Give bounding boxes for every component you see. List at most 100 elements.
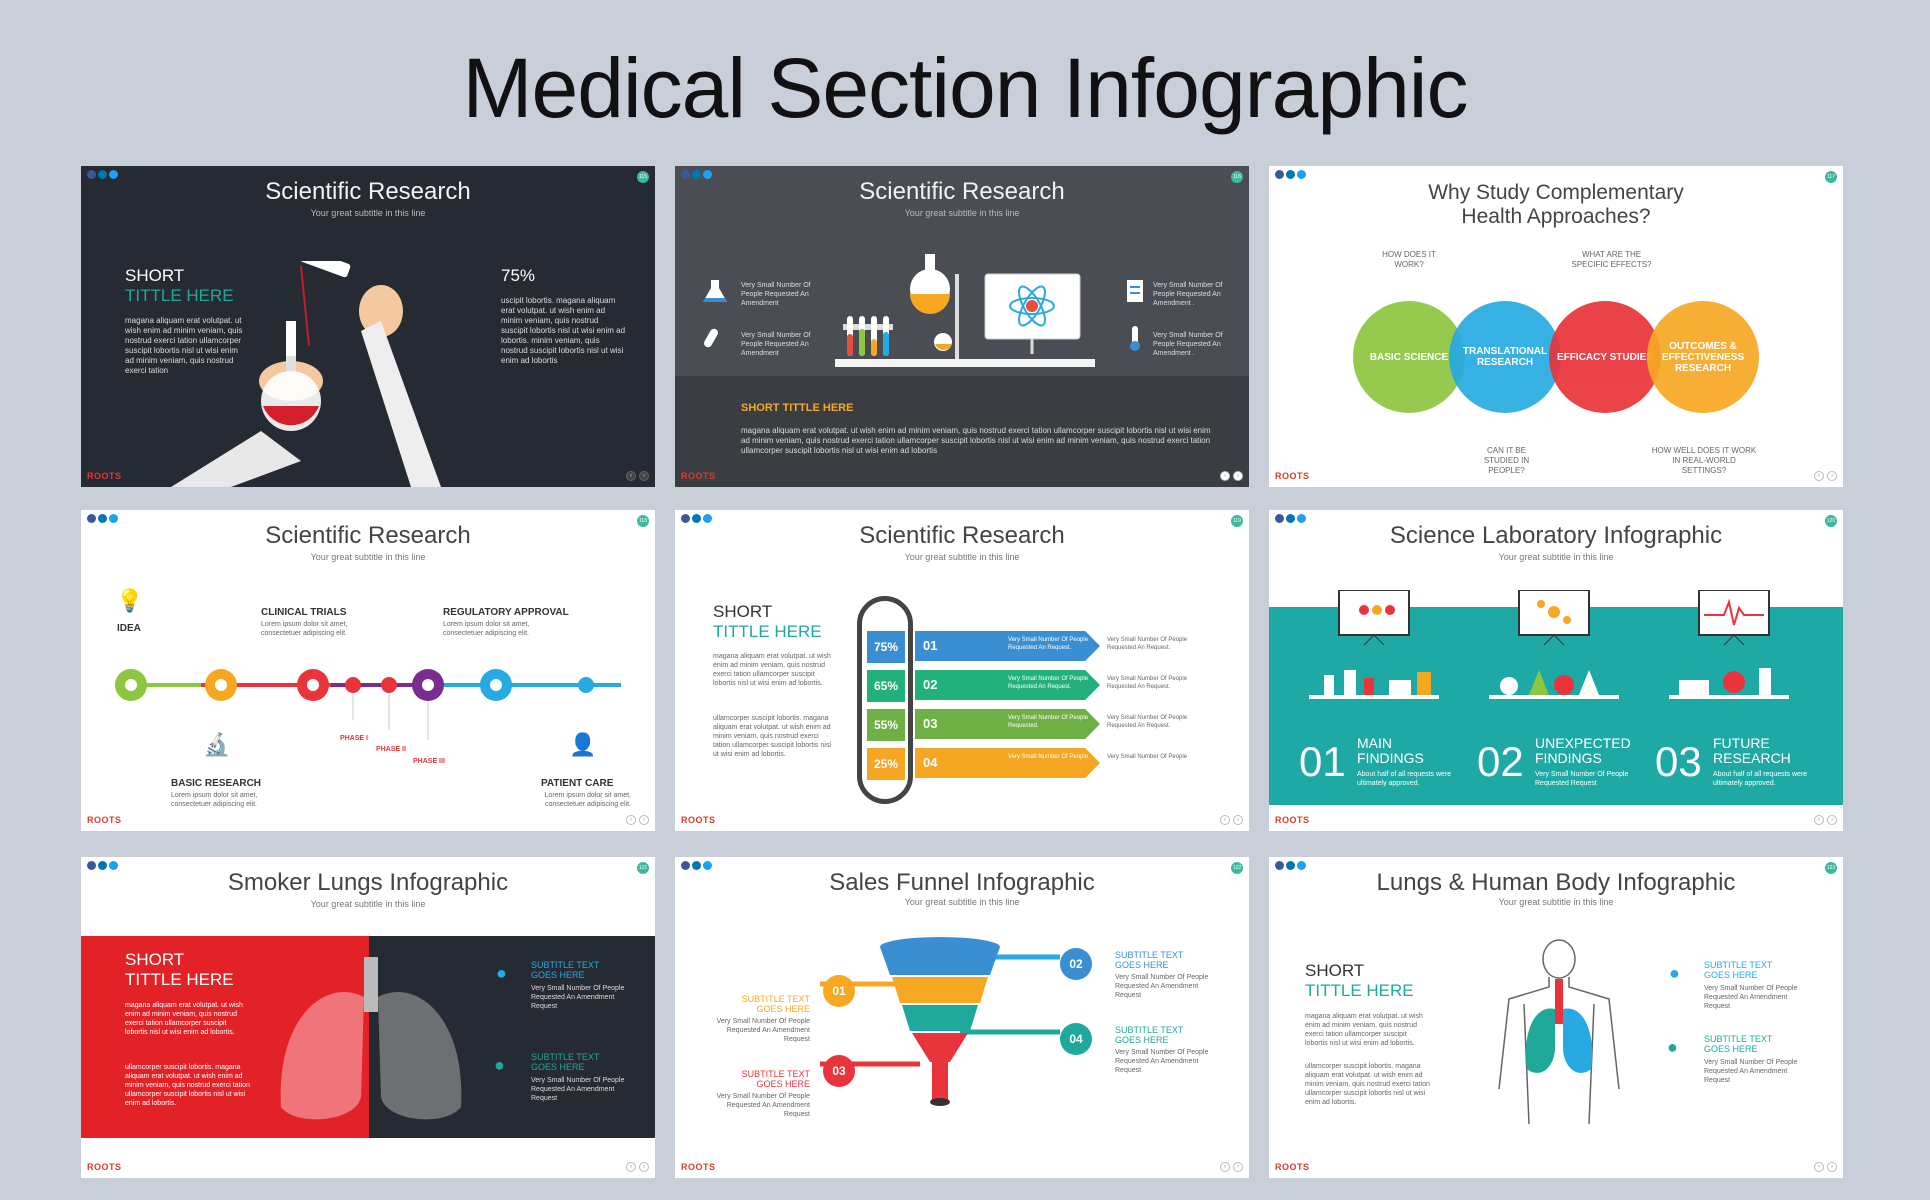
question-top-1: HOW DOES IT WORK?	[1382, 250, 1436, 269]
roots-logo: ROOTS	[1275, 815, 1310, 825]
label-regulatory: REGULATORY APPROVAL	[443, 607, 569, 618]
slide-title: Scientific Research	[265, 178, 471, 205]
tube-row-bar	[915, 748, 1100, 778]
phase-2: PHASE II	[376, 746, 406, 753]
roots-logo: ROOTS	[681, 471, 716, 481]
prev-icon[interactable]: ‹	[626, 471, 636, 481]
slide-6[interactable]: 120 Science Laboratory Infographic Your …	[1269, 510, 1843, 831]
question-bottom-1: CAN IT BE STUDIED IN PEOPLE?	[1483, 446, 1530, 475]
next-icon[interactable]: ›	[639, 471, 649, 481]
tube-percent: 75%	[867, 631, 905, 663]
tube-row-text: Very Small Number Of People Requested An…	[1008, 676, 1089, 690]
slide-1[interactable]: 115 Scientific Research Your great subti…	[81, 166, 655, 487]
next-icon[interactable]: ›	[639, 1162, 649, 1172]
slide-title: Scientific Research	[859, 178, 1065, 205]
body-text: magana aliquam erat volutpat. ut wish en…	[1305, 1013, 1423, 1047]
next-icon[interactable]: ›	[639, 815, 649, 825]
prev-icon[interactable]: ‹	[1220, 1162, 1230, 1172]
tube-row-bar	[915, 709, 1100, 739]
body-text: magana aliquam erat volutpat. ut wish en…	[125, 1002, 243, 1036]
slide-nav[interactable]: ‹›	[1220, 815, 1243, 825]
subtitle-1: SUBTITLE TEXT GOES HERE	[1704, 960, 1773, 980]
teal-band	[1269, 607, 1843, 805]
step-04: 04	[1060, 1023, 1092, 1055]
item-text-2: Very Small Number Of People Requested An…	[531, 1077, 625, 1102]
next-icon[interactable]: ›	[1233, 815, 1243, 825]
social-icons	[87, 861, 118, 870]
clipboard-icon	[1127, 280, 1143, 351]
next-icon[interactable]: ›	[1827, 1162, 1837, 1172]
slide-9[interactable]: 123 Lungs & Human Body Infographic Your …	[1269, 857, 1843, 1178]
body-text: magana aliquam erat volutpat. ut wish en…	[741, 426, 1211, 455]
lungs-icon: ●	[1667, 1037, 1678, 1057]
slide-nav[interactable]: ‹›	[1814, 815, 1837, 825]
subtitle-1: SUBTITLE TEXT GOES HERE	[741, 994, 810, 1014]
next-icon[interactable]: ›	[1827, 815, 1837, 825]
item-3: Very Small Number Of People Requested An…	[1153, 282, 1223, 307]
slide-subtitle: Your great subtitle in this line	[1498, 552, 1614, 562]
prev-icon[interactable]: ‹	[1220, 471, 1230, 481]
slide-nav[interactable]: ‹›	[1220, 471, 1243, 481]
tube-row-number: 02	[923, 677, 938, 692]
slide-7[interactable]: 121 Smoker Lungs Infographic Your great …	[81, 857, 655, 1178]
microscope-icon: 🔬	[203, 732, 231, 757]
lungs-illustration	[280, 957, 462, 1120]
slide-nav[interactable]: ‹›	[1814, 1162, 1837, 1172]
body-text: magana aliquam erat volutpat. ut wish en…	[125, 316, 243, 375]
prev-icon[interactable]: ‹	[1814, 471, 1824, 481]
next-icon[interactable]: ›	[1233, 471, 1243, 481]
slide-2[interactable]: 116 Scientific Research Your great subti…	[675, 166, 1249, 487]
item-text-1: Very Small Number Of People Requested An…	[716, 1018, 810, 1043]
slide-nav[interactable]: ‹›	[1814, 471, 1837, 481]
regulatory-text: Lorem ipsum dolor sit amet, consectetuer…	[443, 621, 530, 637]
slide-nav[interactable]: ‹›	[626, 1162, 649, 1172]
prev-icon[interactable]: ‹	[1814, 815, 1824, 825]
social-icons	[87, 514, 118, 523]
page-number: 123	[1825, 862, 1837, 874]
slide-title: Sales Funnel Infographic	[829, 869, 1095, 896]
prev-icon[interactable]: ‹	[626, 1162, 636, 1172]
body-text-2: ullamcorper suscipit lobortis. magana al…	[1305, 1063, 1430, 1106]
sales-funnel	[820, 937, 1060, 1106]
tube-percent: 65%	[867, 670, 905, 702]
social-icons	[681, 514, 712, 523]
slide-8[interactable]: 122 Sales Funnel Infographic Your great …	[675, 857, 1249, 1178]
body-text-2: uscipit lobortis. magana aliquam erat vo…	[501, 296, 626, 365]
prev-icon[interactable]: ‹	[626, 815, 636, 825]
tube-row-text: Very Small Number Of People	[1008, 754, 1089, 760]
slide-nav[interactable]: ‹›	[626, 471, 649, 481]
roots-logo: ROOTS	[87, 815, 122, 825]
percent-value: 75%	[501, 266, 536, 285]
slide-subtitle: Your great subtitle in this line	[1498, 897, 1614, 907]
slide-nav[interactable]: ‹›	[626, 815, 649, 825]
body-text-2: ullamcorper suscipit lobortis. magana al…	[125, 1064, 250, 1107]
slide-4[interactable]: 118 Scientific Research Your great subti…	[81, 510, 655, 831]
body-text-2: ullamcorper suscipit lobortis. magana al…	[713, 715, 831, 758]
slide-nav[interactable]: ‹›	[1220, 1162, 1243, 1172]
prev-icon[interactable]: ‹	[1220, 815, 1230, 825]
phase-1: PHASE I	[340, 735, 369, 742]
tube-row-text: Very Small Number Of People Requested.	[1008, 715, 1089, 729]
page-number: 122	[1231, 862, 1243, 874]
slide-subtitle: Your great subtitle in this line	[310, 208, 426, 218]
next-icon[interactable]: ›	[1233, 1162, 1243, 1172]
tube-row-side-text: Very Small Number Of People Requested An…	[1107, 715, 1188, 729]
page-number: 120	[1825, 515, 1837, 527]
patient-icon: 👤	[569, 732, 597, 757]
page-number: 117	[1825, 171, 1837, 183]
roots-logo: ROOTS	[1275, 1162, 1310, 1172]
question-top-2: WHAT ARE THE SPECIFIC EFFECTS?	[1571, 250, 1652, 269]
slide-title: Scientific Research	[859, 522, 1065, 549]
prev-icon[interactable]: ‹	[1814, 1162, 1824, 1172]
social-icons	[681, 861, 712, 870]
slide-title: Scientific Research	[265, 522, 471, 549]
item-text-1: Very Small Number Of People Requested An…	[1704, 985, 1798, 1010]
next-icon[interactable]: ›	[1827, 471, 1837, 481]
subtitle-2: SUBTITLE TEXT GOES HERE	[1704, 1034, 1773, 1054]
slide-5[interactable]: 119 Scientific Research Your great subti…	[675, 510, 1249, 831]
tube-percent: 55%	[867, 709, 905, 741]
